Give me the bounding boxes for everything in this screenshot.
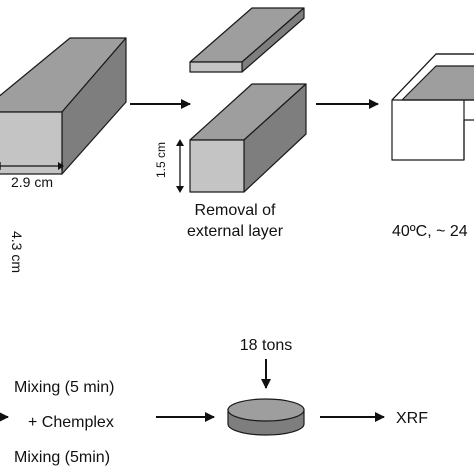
pressed-pellet [227,398,305,436]
xrf-label: XRF [396,410,428,427]
drying-condition-label: 40ºC, ~ 24 [392,223,468,240]
length-dimension-label: 4.3 cm [9,231,25,273]
drying-tray [391,53,474,161]
trimmed-block [189,83,307,193]
height-dimension-label: 1.5 cm [154,142,168,178]
height-dimension: 1.5 cm [154,139,184,193]
removal-label-line2: external layer [187,223,284,240]
mixing-step-2-label: Mixing (5min) [14,449,110,466]
removed-layer-slab [189,7,305,73]
width-dimension-label: 2.9 cm [11,174,53,190]
chemplex-label: + Chemplex [28,414,114,431]
original-block [0,37,127,175]
removal-label-line1: Removal of [195,202,276,219]
mixing-step-1-label: Mixing (5 min) [14,379,114,396]
width-dimension: 2.9 cm [0,162,64,190]
pressure-label: 18 tons [240,337,292,354]
